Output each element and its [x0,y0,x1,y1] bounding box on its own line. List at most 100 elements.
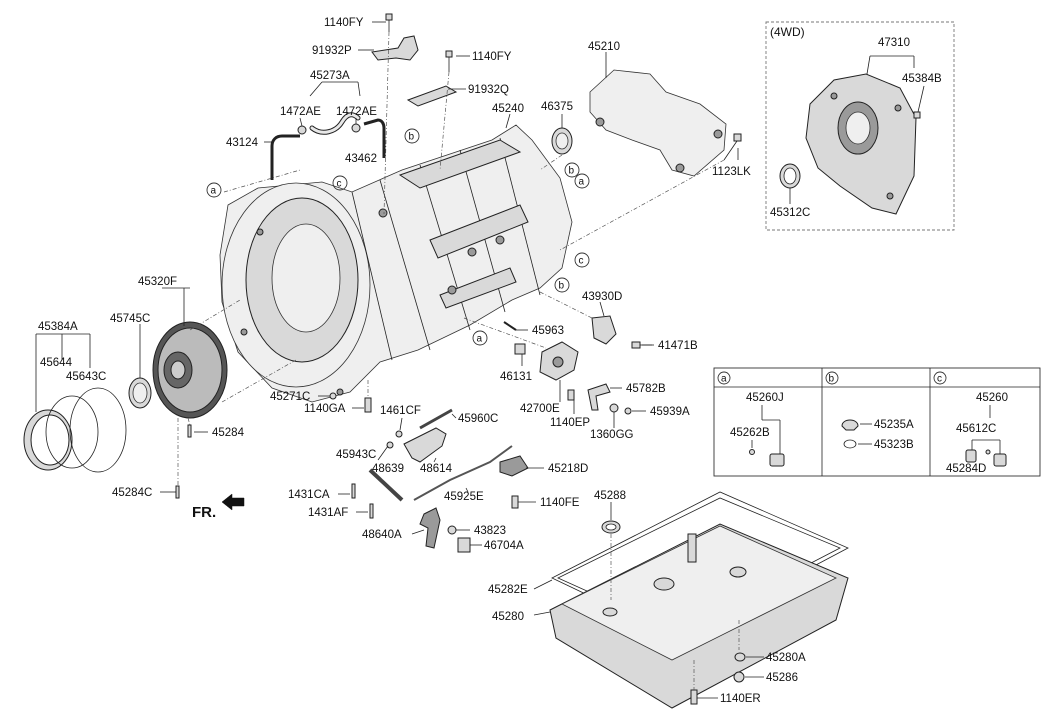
callout-labels: 1140FY 91932P 1140FY 45273A 91932Q 1472A… [38,17,806,705]
gasket-45280A [734,652,746,662]
callout-45284: 45284 [212,427,245,439]
bracket-91932Q [406,85,458,107]
callout-45384A: 45384A [38,321,78,333]
callout-1431AF: 1431AF [308,507,348,519]
svg-text:a: a [579,177,585,188]
bolt-1360GG [609,403,619,428]
callout-1140FE: 1140FE [540,497,580,509]
seal-46131 [514,343,526,355]
bolt-1123LK [723,133,742,161]
spring-43823 [447,525,457,535]
shaft-45943C [368,468,404,502]
seal-45384A [23,409,73,471]
legend-b-45235A: 45235A [874,419,914,431]
callout-1140FY-mid: 1140FY [472,51,512,63]
callout-45745C: 45745C [110,313,150,325]
inset-4wd-border [765,21,955,231]
valve-42700E [539,341,579,381]
seal-45288 [601,520,621,534]
callout-45643C: 45643C [66,371,106,383]
callout-45280A: 45280A [766,652,806,664]
inset-4wd: (4WD) 47310 45384B 45312C [765,21,955,231]
callout-91932P: 91932P [312,45,352,57]
svg-text:b: b [829,374,835,385]
callout-45271C: 45271C [270,391,310,403]
bracket-91932P [371,35,419,61]
bracket-48614 [403,427,447,463]
legend-c-45284D: 45284D [946,463,986,475]
callout-45782B: 45782B [626,383,666,395]
callout-45288: 45288 [594,490,626,502]
legend-c-45260: 45260 [976,392,1008,404]
svg-text:a: a [477,334,483,345]
callout-47310: 47310 [878,37,910,49]
clip-48639 [386,441,394,449]
pipe-43124 [270,134,300,180]
marker-a-lower: a [472,330,488,346]
callout-1140GA: 1140GA [304,403,346,415]
legend-b-45323B: 45323B [874,439,914,451]
transfer-case-47310 [805,73,917,215]
hose-45273A [309,112,361,135]
bolt-1140ER [690,689,698,705]
bolt-1140FY-top [385,13,393,32]
callout-45960C: 45960C [458,413,498,425]
front-label: FR. [192,504,216,521]
transmission-case-45240 [219,124,573,403]
marker-a-right: a [574,173,590,189]
callout-43930D: 43930D [582,291,622,303]
callout-43462: 43462 [345,153,377,165]
lever-45782B [587,383,611,411]
callout-1140FY-top: 1140FY [324,17,364,29]
legend-cell-c: c 45260 45612C 45284D [933,371,1008,475]
legend-c-45612C: 45612C [956,423,996,435]
pin-1431AF [369,503,374,519]
plug-45271C [329,392,337,400]
callout-46375: 46375 [541,101,573,113]
callout-45210: 45210 [588,41,620,53]
callout-1140EP: 1140EP [550,417,590,429]
callout-48614: 48614 [420,463,453,475]
bolt-1140FE [511,495,519,509]
callout-45312C: 45312C [770,207,810,219]
bolt-1140FY-mid [445,50,453,72]
pipe-43462 [363,118,386,158]
sensor-43930D [591,315,617,345]
callout-45320F: 45320F [138,276,177,288]
location-markers: a b c b a c b a [206,128,590,346]
detent-48640A [419,507,441,549]
marker-b-lower: b [554,277,570,293]
svg-text:a: a [211,186,217,197]
legend-a-45260J: 45260J [746,392,784,404]
callout-45644: 45644 [40,357,73,369]
callout-91932Q: 91932Q [468,84,509,96]
legend-a-45262B: 45262B [730,427,770,439]
pin-45284 [187,424,192,438]
svg-text:c: c [337,179,342,190]
callout-1431CA: 1431CA [288,489,330,501]
callout-45939A: 45939A [650,406,690,418]
callout-1472AE-left: 1472AE [280,106,321,118]
bolt-1140EP [567,389,575,401]
oring-45644 [45,395,99,469]
callout-1140ER: 1140ER [720,693,761,705]
seal-46375 [551,127,573,155]
callout-48639: 48639 [372,463,404,475]
mount-45210 [589,69,727,177]
callout-1123LK: 1123LK [712,166,751,178]
callout-43124: 43124 [226,137,259,149]
plug-45286 [733,671,745,683]
marker-b-right: b [564,162,580,178]
bushing-45745C [128,377,152,409]
callout-1472AE-right: 1472AE [336,106,377,118]
callout-45925E: 45925E [444,491,484,503]
flex-plate-45320F [152,321,228,419]
callout-46704A: 46704A [484,540,524,552]
clip-1461CF [395,430,403,438]
marker-a-left: a [206,182,222,198]
callout-42700E: 42700E [520,403,560,415]
svg-text:b: b [409,132,415,143]
rod-45960C [419,408,453,430]
marker-c-right: c [574,252,590,268]
